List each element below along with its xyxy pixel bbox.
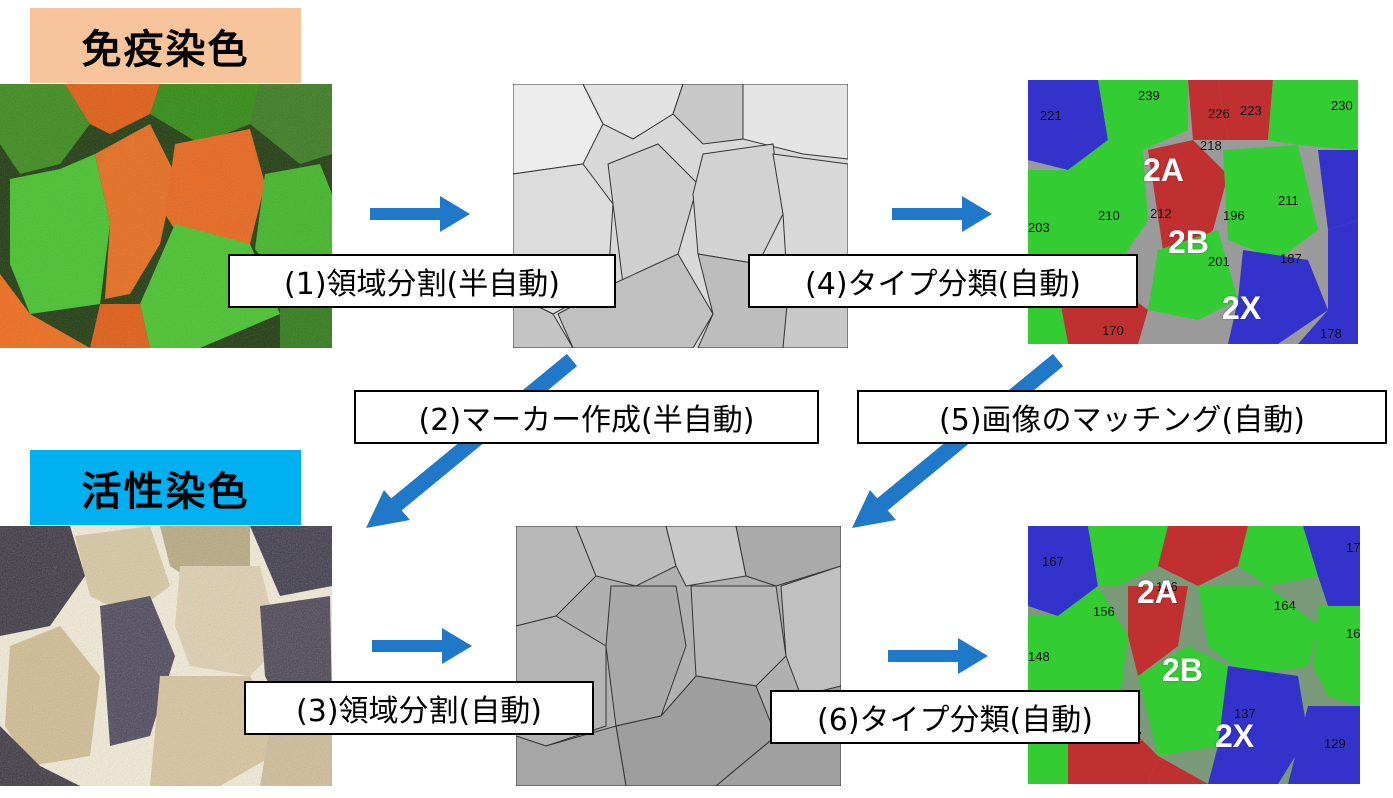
svg-text:167: 167 <box>1042 554 1064 569</box>
fiber-type-2b-label-bottom: 2B <box>1162 652 1203 688</box>
svg-text:210: 210 <box>1098 208 1120 223</box>
immuno-stain-label: 免疫染色 <box>30 8 301 83</box>
svg-text:156: 156 <box>1093 604 1115 619</box>
fiber-type-2x-label-bottom: 2X <box>1215 718 1255 754</box>
arrow-right-3 <box>372 628 472 664</box>
step-4-label: (4)タイプ分類(自動) <box>748 254 1138 308</box>
immuno-stain-image <box>0 84 332 348</box>
svg-text:164: 164 <box>1274 598 1296 613</box>
svg-text:196: 196 <box>1223 208 1245 223</box>
svg-text:17: 17 <box>1346 540 1360 555</box>
step-2-label: (2)マーカー作成(半自動) <box>354 390 819 444</box>
fiber-type-2b-label-top: 2B <box>1168 224 1209 260</box>
svg-text:226: 226 <box>1208 106 1230 121</box>
step-6-label: (6)タイプ分類(自動) <box>770 690 1140 744</box>
svg-text:178: 178 <box>1320 326 1342 341</box>
svg-text:201: 201 <box>1208 254 1230 269</box>
svg-text:230: 230 <box>1331 98 1353 113</box>
arrow-right-6 <box>888 638 988 674</box>
activity-stain-label: 活性染色 <box>30 450 301 525</box>
segmentation-image-2 <box>516 526 841 786</box>
svg-text:239: 239 <box>1138 88 1160 103</box>
fiber-type-2a-label-top: 2A <box>1143 152 1184 188</box>
svg-text:203: 203 <box>1028 220 1050 235</box>
svg-text:221: 221 <box>1040 108 1062 123</box>
arrow-right-4 <box>892 196 992 232</box>
svg-text:148: 148 <box>1028 649 1050 664</box>
arrow-diagonal-5-head <box>852 490 896 528</box>
fiber-type-2x-label-top: 2X <box>1222 290 1262 326</box>
svg-text:223: 223 <box>1240 103 1262 118</box>
svg-text:212: 212 <box>1150 206 1172 221</box>
svg-text:16: 16 <box>1346 626 1360 641</box>
classification-image-1: 239 226 223 230 221 218 210 212 196 211 … <box>1028 80 1358 344</box>
svg-text:218: 218 <box>1200 138 1222 153</box>
svg-text:170: 170 <box>1102 323 1124 338</box>
svg-text:187: 187 <box>1280 251 1302 266</box>
svg-text:166: 166 <box>1156 579 1178 594</box>
arrow-diagonal-2-head <box>366 490 410 528</box>
svg-text:211: 211 <box>1278 193 1299 208</box>
arrow-right-1 <box>370 196 470 232</box>
fiber-type-2a-label-bottom: 2A <box>1137 574 1178 610</box>
step-5-label: (5)画像のマッチング(自動) <box>857 390 1387 444</box>
svg-text:137: 137 <box>1234 706 1256 721</box>
step-1-label: (1)領域分割(半自動) <box>228 254 616 308</box>
step-3-label: (3)領域分割(自動) <box>244 681 594 735</box>
svg-text:129: 129 <box>1324 736 1346 751</box>
